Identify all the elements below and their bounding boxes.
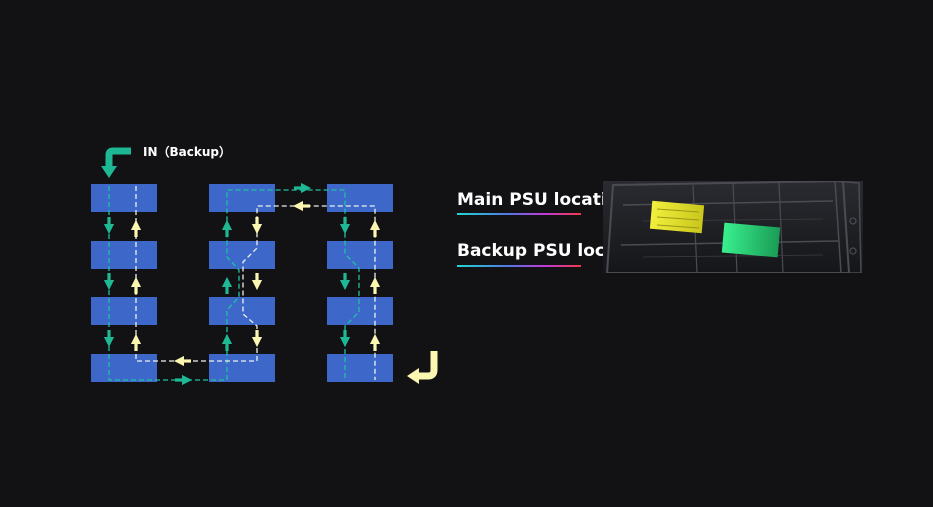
module-c3-r3 <box>327 297 393 325</box>
module-c2-r3 <box>209 297 275 325</box>
module-c3-r2 <box>327 241 393 269</box>
module-c3-r4 <box>327 354 393 382</box>
output-arrow-head <box>407 368 419 384</box>
module-c3-r1 <box>327 184 393 212</box>
main-power-path <box>108 186 360 381</box>
module-c1-r3 <box>91 297 157 325</box>
module-c2-r2 <box>209 241 275 269</box>
input-bent-arrow <box>105 147 131 168</box>
module-grid <box>91 184 393 382</box>
cabinet-photo <box>603 181 863 273</box>
output-bent-arrow <box>418 351 438 380</box>
module-c2-r1 <box>209 184 275 212</box>
module-c1-r1 <box>91 184 157 212</box>
main-power-arrows <box>103 182 351 386</box>
module-c1-r2 <box>91 241 157 269</box>
backup-psu-underline <box>457 265 581 267</box>
backup-psu-module <box>721 222 781 258</box>
module-c2-r4 <box>209 354 275 382</box>
input-label: IN（Backup） <box>143 145 231 159</box>
main-psu-label: Main PSU location <box>457 190 631 210</box>
main-psu-underline <box>457 213 581 215</box>
backup-power-arrows <box>130 200 381 367</box>
backup-power-path <box>135 186 376 380</box>
module-c1-r4 <box>91 354 157 382</box>
main-psu-module <box>649 200 705 234</box>
input-arrow-head <box>101 166 117 178</box>
